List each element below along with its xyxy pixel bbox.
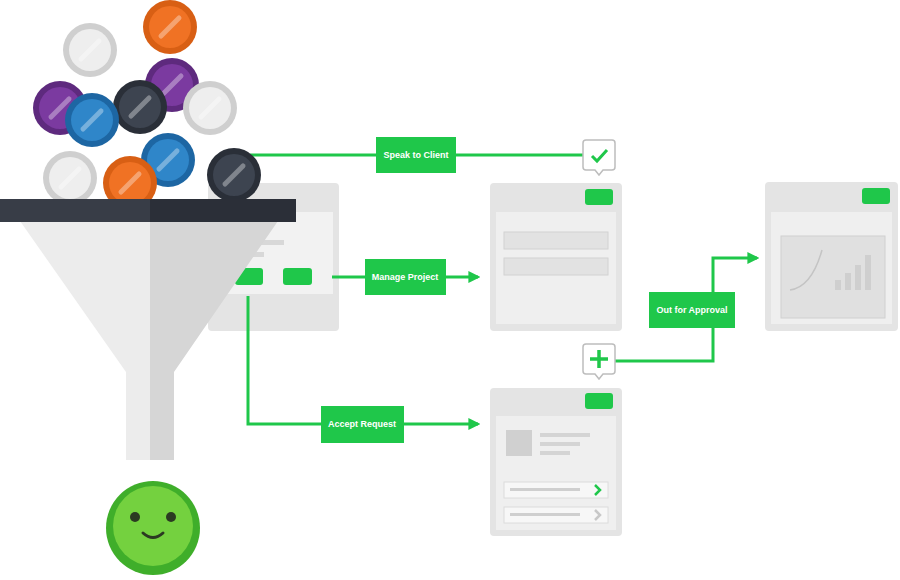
step-text: Manage Project bbox=[372, 272, 439, 283]
ball bbox=[183, 81, 237, 135]
step-label: Manage Project bbox=[365, 259, 446, 295]
ball bbox=[207, 148, 261, 202]
ball bbox=[63, 23, 117, 77]
ball bbox=[43, 151, 97, 205]
request-card bbox=[490, 388, 622, 536]
ball bbox=[65, 93, 119, 147]
step-text: Out for Approval bbox=[656, 305, 727, 316]
ball-pile bbox=[33, 0, 261, 210]
check-bubble bbox=[583, 140, 615, 175]
step-text: Accept Request bbox=[328, 419, 396, 430]
ball bbox=[113, 80, 167, 134]
step-label: Out for Approval bbox=[649, 292, 735, 328]
flow-wires bbox=[248, 155, 757, 424]
step-label: Accept Request bbox=[321, 406, 404, 443]
happy-face bbox=[106, 481, 200, 575]
plus-bubble bbox=[583, 344, 615, 379]
ball bbox=[143, 0, 197, 54]
report-card bbox=[765, 182, 898, 331]
project-card bbox=[490, 183, 622, 331]
funnel bbox=[0, 199, 296, 460]
step-text: Speak to Client bbox=[383, 150, 448, 161]
step-label: Speak to Client bbox=[376, 137, 456, 173]
